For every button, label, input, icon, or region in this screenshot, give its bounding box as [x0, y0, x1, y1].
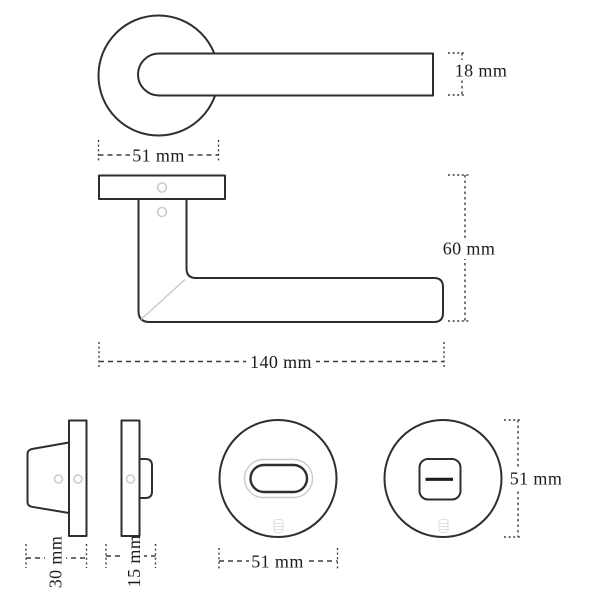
dim-escutcheon-height: 51 mm: [504, 419, 563, 538]
dim-label-bg: [441, 238, 498, 259]
keyhole-recess: [243, 458, 314, 499]
screw-hole: [156, 206, 168, 218]
dim-lever-thickness: 18 mm: [448, 52, 508, 96]
miter-joint-line: [140, 278, 186, 321]
dim-turn-knob-depth: 30 mm: [25, 536, 88, 589]
handle-neck-and-lever: [137, 198, 444, 323]
escutcheon-wc-turn: [383, 419, 503, 538]
dim-label: 15 mm: [124, 535, 144, 588]
escutcheon-rose: [218, 419, 338, 538]
dim-escutcheon-diameter: 51 mm: [218, 548, 339, 572]
thumbturn-knob-side: [26, 441, 70, 514]
dim-label-bg: [45, 536, 66, 588]
dim-lever-length: 140 mm: [98, 342, 445, 372]
dim-label: 60 mm: [443, 239, 496, 259]
dim-label: 51 mm: [251, 552, 304, 572]
screw-hole: [53, 474, 64, 484]
dim-label: 18 mm: [455, 61, 508, 81]
dim-label-bg: [454, 60, 508, 80]
side-view-handle: [98, 174, 444, 323]
dim-handle-height: 60 mm: [441, 174, 498, 322]
dim-label-bg: [130, 145, 187, 165]
front-view-handle: [97, 14, 434, 137]
dim-release-rose-depth: 15 mm: [105, 535, 157, 588]
dim-label: 51 mm: [132, 146, 185, 166]
logo-watermark-icon: [438, 518, 449, 534]
logo-watermark-icon: [273, 518, 284, 534]
dim-label-bg: [509, 468, 563, 489]
escutcheon-keyhole: [218, 419, 338, 538]
screw-hole: [125, 474, 136, 484]
lever-front: [137, 52, 434, 97]
screw-hole: [156, 182, 168, 193]
screw-hole: [73, 474, 83, 484]
dim-label-bg: [246, 351, 316, 372]
dim-rose-diameter: 51 mm: [97, 140, 220, 166]
dim-label-bg: [249, 551, 307, 571]
dim-label: 140 mm: [250, 352, 312, 372]
keyhole-oval: [249, 463, 309, 494]
dim-label: 30 mm: [46, 536, 66, 589]
profile-view-release: [120, 419, 153, 537]
release-button-side: [138, 458, 153, 499]
dim-label: 51 mm: [510, 469, 563, 489]
dim-label-bg: [124, 537, 144, 586]
profile-view-turn-knob: [26, 419, 88, 537]
